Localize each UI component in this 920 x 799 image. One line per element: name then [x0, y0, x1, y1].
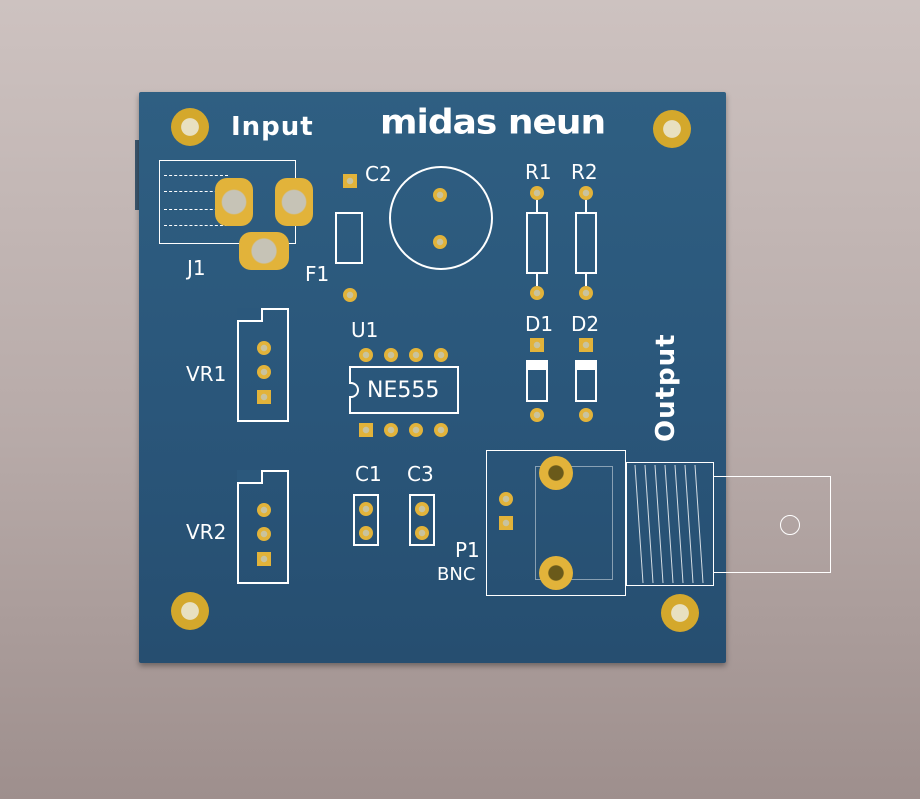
pcb-board: midas neun Input J1 C2 F1 R1 R2 D1 D2 [139, 92, 726, 663]
p1-inner-outline [535, 466, 613, 580]
vr2-pad-3 [257, 552, 271, 566]
u1-pin-8 [359, 348, 373, 362]
u1-pin-2 [384, 423, 398, 437]
c1-label: C1 [355, 462, 382, 486]
u1-notch [349, 382, 359, 398]
c3-outline [409, 494, 435, 546]
p1-label: P1 [455, 538, 480, 562]
r1-pad-top [530, 186, 544, 200]
mounting-hole-top-right [653, 110, 691, 148]
bnc-tip [713, 476, 831, 573]
c1-pad-2 [359, 526, 373, 540]
bnc-hole-icon [780, 515, 800, 535]
j1-pad-2 [275, 178, 313, 226]
vr2-pad-2 [257, 527, 271, 541]
u1-pin-6 [409, 348, 423, 362]
board-title: midas neun [380, 103, 606, 142]
p1-outline [486, 450, 626, 596]
u1-part-name: NE555 [367, 378, 440, 403]
u1-outline [349, 366, 459, 414]
mounting-hole-bottom-right [661, 594, 699, 632]
c3-pad-1 [415, 502, 429, 516]
j1-label: J1 [187, 256, 206, 280]
u1-pin-1 [359, 423, 373, 437]
c2-pad [343, 174, 357, 188]
capacitor-outline [389, 166, 493, 270]
bnc-body [626, 462, 714, 586]
c1-outline [353, 494, 379, 546]
j1-pad-1 [215, 178, 253, 226]
output-label: Output [651, 333, 681, 442]
f1-label: F1 [305, 262, 330, 286]
mounting-hole-top-left [171, 108, 209, 146]
u1-pin-5 [434, 348, 448, 362]
vr2-outline [237, 470, 289, 584]
capacitor-pad-2 [433, 235, 447, 249]
p1-mount-pad-bottom [539, 556, 573, 590]
p1-pad-1 [499, 492, 513, 506]
r1-outline [526, 212, 548, 274]
d2-outline [575, 360, 597, 402]
j1-pad-3 [239, 232, 289, 270]
c2-label: C2 [365, 162, 392, 186]
vr1-label: VR1 [186, 362, 227, 386]
d1-pad-bottom [530, 408, 544, 422]
d2-pad-top [579, 338, 593, 352]
u1-pin-3 [409, 423, 423, 437]
c3-pad-2 [415, 526, 429, 540]
mounting-hole-bottom-left [171, 592, 209, 630]
r1-pad-bottom [530, 286, 544, 300]
u1-pin-7 [384, 348, 398, 362]
d1-outline [526, 360, 548, 402]
f1-pad [343, 288, 357, 302]
d2-label: D2 [571, 312, 600, 336]
r1-label: R1 [525, 160, 552, 184]
p1-mount-pad-top [539, 456, 573, 490]
vr1-pad-3 [257, 390, 271, 404]
vr1-pad-1 [257, 341, 271, 355]
vr2-pad-1 [257, 503, 271, 517]
bnc-label: BNC [437, 564, 476, 585]
r2-label: R2 [571, 160, 598, 184]
f1-outline [335, 212, 363, 264]
vr1-outline [237, 308, 289, 422]
vr2-label: VR2 [186, 520, 227, 544]
d1-pad-top [530, 338, 544, 352]
d2-pad-bottom [579, 408, 593, 422]
capacitor-pad-1 [433, 188, 447, 202]
d1-label: D1 [525, 312, 554, 336]
bnc-thread-icon [634, 464, 704, 584]
u1-label: U1 [351, 318, 379, 342]
p1-pad-2 [499, 516, 513, 530]
u1-pin-4 [434, 423, 448, 437]
board-edge [135, 140, 141, 210]
r2-outline [575, 212, 597, 274]
c1-pad-1 [359, 502, 373, 516]
c3-label: C3 [407, 462, 434, 486]
vr1-pad-2 [257, 365, 271, 379]
r2-pad-bottom [579, 286, 593, 300]
r2-pad-top [579, 186, 593, 200]
input-label: Input [231, 112, 314, 142]
